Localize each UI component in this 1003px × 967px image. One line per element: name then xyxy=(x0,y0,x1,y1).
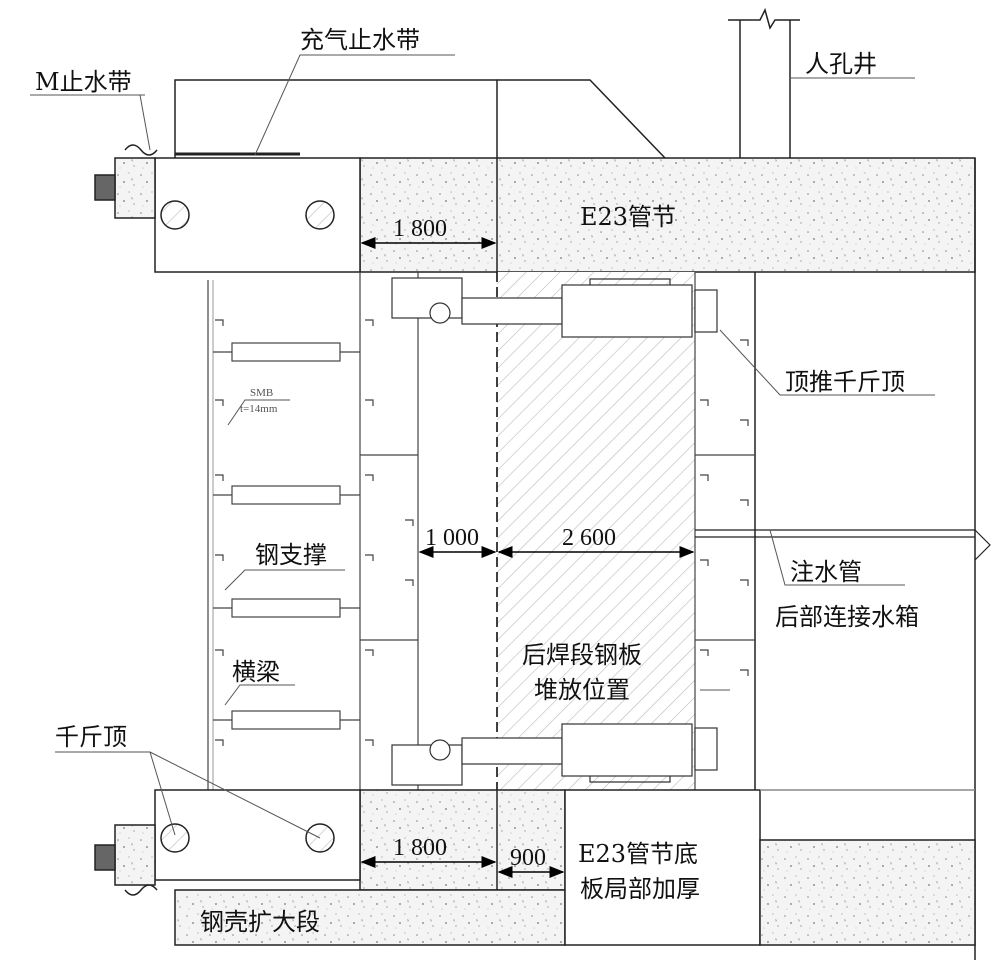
manhole xyxy=(728,7,976,960)
jacking-chamber xyxy=(207,272,991,790)
jacking-jacks xyxy=(391,277,718,786)
label-jacking-jack: 顶推千斤顶 xyxy=(785,368,905,396)
label-steel-plate-area-2: 堆放位置 xyxy=(534,676,630,704)
label-steel-strut: 钢支撑 xyxy=(255,541,327,569)
dim-2600: 2 600 xyxy=(562,525,616,551)
leader-lines xyxy=(30,54,935,839)
label-segment-e23: E23管节 xyxy=(580,203,676,231)
label-steel-plate-area-1: 后焊段钢板 xyxy=(522,641,642,669)
label-cross-beam: 横梁 xyxy=(232,658,280,686)
top-slab xyxy=(94,79,976,273)
label-e23-bottom-1: E23管节底 xyxy=(578,840,698,868)
label-jack: 千斤顶 xyxy=(55,723,127,751)
label-manhole: 人孔井 xyxy=(805,50,877,78)
steel-struts xyxy=(213,342,360,730)
dim-top-1800: 1 800 xyxy=(393,216,447,242)
dim-bottom-1800: 1 800 xyxy=(393,835,447,861)
label-shell-enlarged: 钢壳扩大段 xyxy=(200,908,320,936)
label-inflatable-waterstop: 充气止水带 xyxy=(300,26,420,54)
label-smb: SMB xyxy=(250,387,273,399)
dim-1000: 1 000 xyxy=(425,525,479,551)
dim-900: 900 xyxy=(510,845,546,871)
label-m-waterstop: M止水带 xyxy=(35,68,132,96)
bottom-slab xyxy=(94,789,976,946)
label-thickness: t=14mm xyxy=(240,403,278,415)
label-injection-pipe: 注水管 xyxy=(790,558,862,586)
label-rear-tank: 后部连接水箱 xyxy=(775,603,919,631)
label-e23-bottom-2: 板局部加厚 xyxy=(580,875,700,903)
dimension-lines xyxy=(360,237,695,878)
